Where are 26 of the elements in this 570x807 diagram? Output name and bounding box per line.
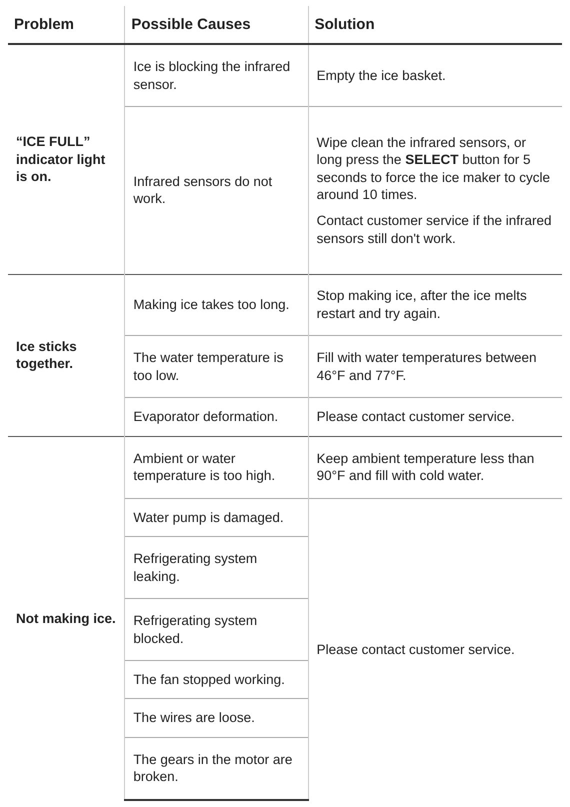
column-header: Solution [314, 14, 376, 34]
cause-text: The water temperature is too low. [133, 349, 284, 384]
column-header: Possible Causes [131, 14, 252, 34]
solution-text: Wipe clean the infrared sensors, or long press the SELECT button for 5 seconds to force the ice maker to cycle around 10 times. [316, 134, 551, 204]
problem-text: Ice sticks together. [16, 338, 78, 373]
solution-text: Fill with water temperatures between 46°F and 77°F. [316, 349, 538, 384]
cause-text: Evaporator deformation. [133, 408, 280, 426]
cause-text: Ambient or water temperature is too high. [133, 450, 276, 485]
problem-text: Not making ice. [16, 610, 116, 628]
solution-text: Please contact customer service. [316, 408, 516, 426]
cause-text: The gears in the motor are broken. [133, 750, 294, 786]
solution-text: Stop making ice, after the ice melts restart and try again. [316, 287, 528, 323]
column-header: Problem [14, 14, 76, 34]
solution-text: Keep ambient temperature less than 90°F and fill with cold water. [316, 450, 536, 485]
cause-text: The fan stopped working. [133, 670, 286, 688]
solution-text: Empty the ice basket. [316, 67, 447, 85]
cause-text: Water pump is damaged. [133, 508, 285, 526]
cause-text: Making ice takes too long. [133, 296, 290, 314]
cause-text: Refrigerating system blocked. [133, 612, 258, 648]
cause-text: Infrared sensors do not work. [133, 172, 274, 208]
cause-text: Refrigerating system leaking. [133, 550, 258, 586]
solution-text: Please contact customer service. [316, 640, 516, 658]
cause-text: Ice is blocking the infrared sensor. [133, 58, 292, 94]
solution-text: Contact customer service if the infrared sensors still don't work. [316, 212, 552, 248]
problem-text: “ICE FULL” indicator light is on. [16, 133, 106, 186]
cause-text: The wires are loose. [133, 709, 256, 727]
